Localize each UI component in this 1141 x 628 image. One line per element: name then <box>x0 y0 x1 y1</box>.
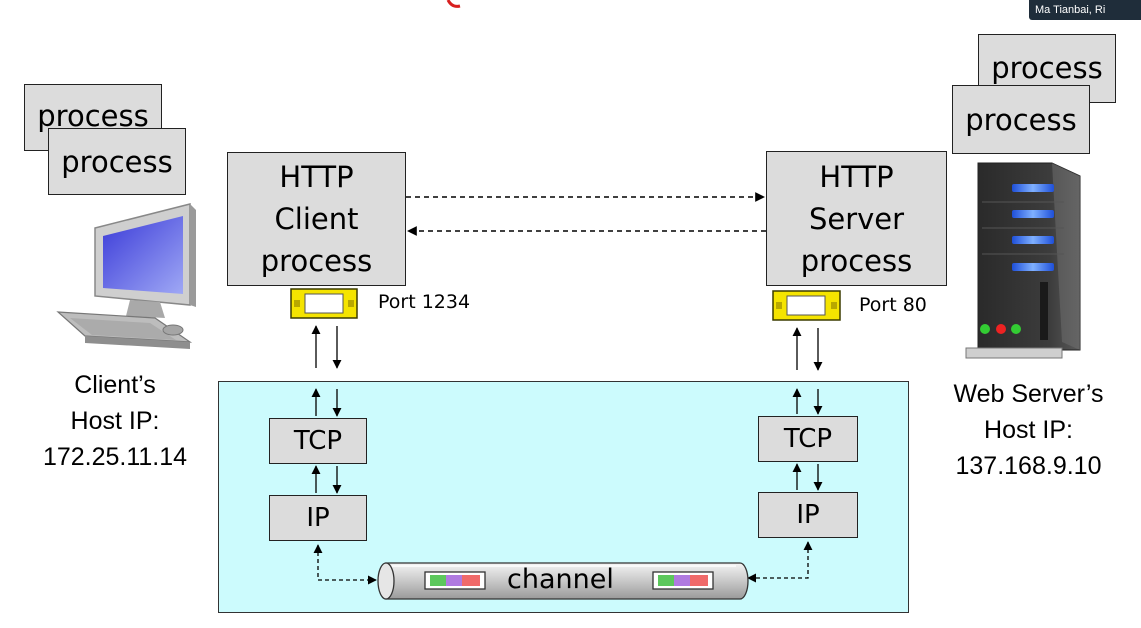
client-ip-box: IP <box>269 495 367 541</box>
client-host-line1: Client’s <box>74 371 156 399</box>
client-host-label: Client’s Host IP: 172.25.11.14 <box>10 367 220 475</box>
server-port-label: Port 80 <box>859 294 927 316</box>
client-ip-label: IP <box>306 503 330 533</box>
server-process-back-label: process <box>991 51 1103 85</box>
http-client-line2: Client <box>274 202 359 236</box>
client-host-line3: 172.25.11.14 <box>42 443 188 471</box>
server-process-front: process <box>952 85 1090 154</box>
client-host-line2: Host IP: <box>70 407 160 435</box>
server-tcp-label: TCP <box>783 424 833 454</box>
server-process-front-label: process <box>965 102 1077 137</box>
server-ip-label: IP <box>796 500 820 530</box>
server-host-line2: Host IP: <box>984 416 1073 444</box>
speaker-nameplate: Ma Tianbai, Ri <box>1029 0 1141 20</box>
client-process-front: process <box>48 128 186 195</box>
server-ip-to-channel-arrow <box>747 541 813 583</box>
channel-label: channel <box>507 564 614 595</box>
http-server-line2: Server <box>808 201 905 236</box>
packet-left-icon <box>424 571 486 590</box>
http-server-line1: HTTP <box>819 159 894 194</box>
server-tcp-box: TCP <box>758 416 858 462</box>
server-host-line3: 137.168.9.10 <box>955 452 1102 480</box>
client-computer-icon <box>56 203 196 349</box>
http-client-line3: process <box>260 244 373 278</box>
client-tcp-box: TCP <box>269 418 367 464</box>
server-tower-icon <box>965 162 1081 359</box>
client-ip-to-channel-arrow <box>313 544 377 585</box>
client-tcp-label: TCP <box>293 426 343 456</box>
client-socket-icon <box>290 288 358 319</box>
http-server-line3: process <box>800 243 913 278</box>
client-port-label: Port 1234 <box>378 291 471 313</box>
packet-right-icon <box>652 571 714 590</box>
http-client-process-box: HTTP Client process <box>227 152 406 286</box>
client-process-back-label: process <box>37 99 149 133</box>
http-client-line1: HTTP <box>279 160 354 194</box>
server-host-label: Web Server’s Host IP: 137.168.9.10 <box>916 376 1141 484</box>
server-host-line1: Web Server’s <box>953 380 1104 408</box>
server-ip-box: IP <box>758 492 858 538</box>
decorative-red-mark <box>446 0 461 8</box>
http-server-process-box: HTTP Server process <box>766 151 947 286</box>
client-process-front-label: process <box>61 144 173 179</box>
server-socket-icon <box>772 290 841 321</box>
